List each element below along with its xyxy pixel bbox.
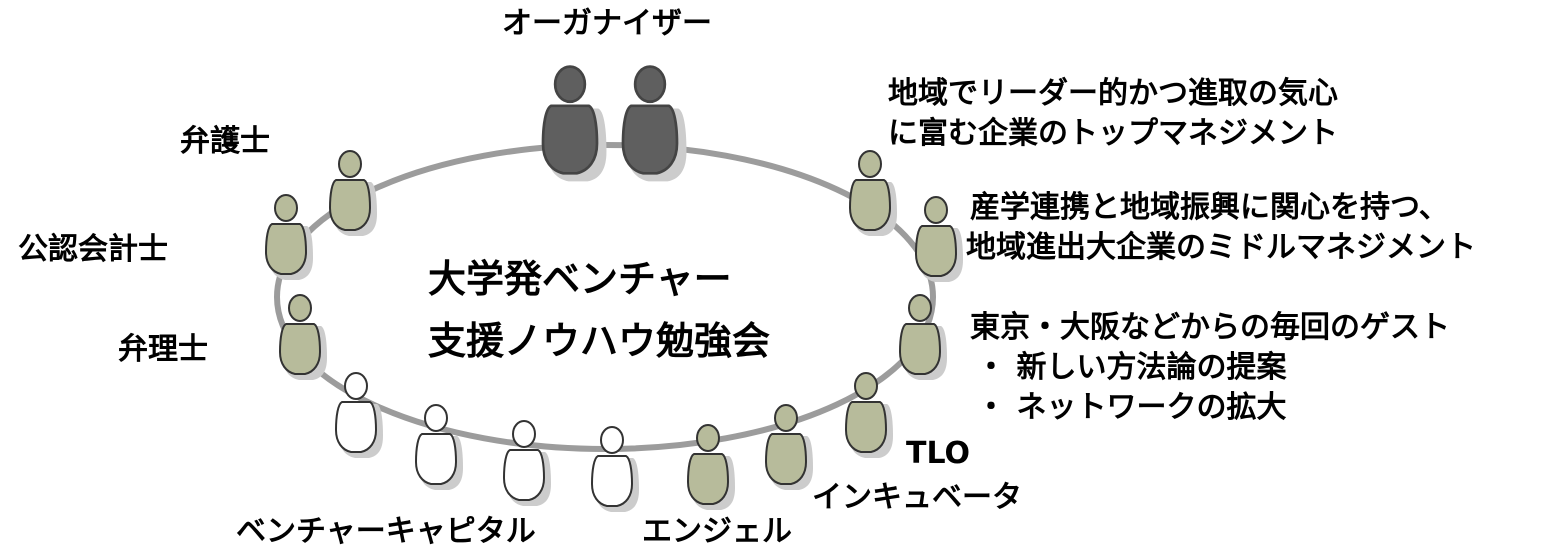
- venture-capital-figure-3: [414, 404, 463, 490]
- center-title: 大学発ベンチャー 支援ノウハウ勉強会: [428, 248, 770, 372]
- figure-head: [288, 294, 312, 322]
- figure-head: [512, 420, 536, 448]
- label-lawyer: 弁護士: [180, 124, 270, 159]
- label-organizer: オーガナイザー: [502, 6, 712, 41]
- figure-body: [264, 223, 308, 275]
- figure-body: [898, 323, 942, 375]
- accountant-figure: [264, 194, 313, 280]
- figure-body: [414, 433, 458, 485]
- figure-body: [590, 455, 634, 507]
- patent-attorney-figure: [278, 294, 327, 380]
- figure-body: [621, 104, 679, 175]
- organizer-figure-right: [621, 65, 687, 182]
- local-leader-figure: [848, 150, 897, 236]
- figure-head: [858, 150, 882, 178]
- label-guests-line1: 東京・大阪などからの毎回のゲスト: [970, 310, 1450, 345]
- figure-head: [274, 194, 298, 222]
- middle-management-figure: [914, 196, 963, 282]
- incubator-figure: [764, 404, 813, 490]
- figure-head: [924, 196, 948, 224]
- label-angel: エンジェル: [642, 514, 792, 549]
- label-local-leaders-line2: に富む企業のトップマネジメント: [888, 116, 1338, 151]
- figure-body: [914, 225, 958, 277]
- figure-head: [553, 65, 587, 104]
- figure-head: [774, 404, 798, 432]
- figure-body: [686, 453, 730, 505]
- angel-figure: [686, 424, 735, 510]
- figure-body: [278, 323, 322, 375]
- label-tlo: TLO: [906, 436, 971, 471]
- figure-head: [633, 65, 667, 104]
- label-patent-attorney: 弁理士: [118, 332, 208, 367]
- venture-capital-figure-4: [334, 372, 383, 458]
- lawyer-figure: [328, 150, 377, 236]
- figure-body: [502, 449, 546, 501]
- figure-body: [764, 433, 808, 485]
- center-title-line1: 大学発ベンチャー: [428, 257, 732, 301]
- figure-head: [854, 372, 878, 400]
- figure-head: [344, 372, 368, 400]
- figure-body: [541, 104, 599, 175]
- venture-capital-figure-2: [502, 420, 551, 506]
- tlo-figure: [844, 372, 893, 458]
- participant-figures: [264, 65, 963, 512]
- label-middle-management-line2: 地域進出大企業のミドルマネジメント: [966, 230, 1476, 265]
- figure-body: [328, 179, 372, 231]
- label-accountant: 公認会計士: [18, 232, 168, 267]
- venture-capital-figure-1: [590, 426, 639, 512]
- label-guests-bullet2: ・ ネットワークの拡大: [976, 390, 1287, 425]
- figure-body: [848, 179, 892, 231]
- figure-body: [334, 401, 378, 453]
- figure-head: [424, 404, 448, 432]
- figure-head: [696, 424, 720, 452]
- label-guests-bullet1: ・ 新しい方法論の提案: [976, 350, 1287, 385]
- figure-head: [600, 426, 624, 454]
- label-local-leaders-line1: 地域でリーダー的かつ進取の気心: [888, 76, 1338, 111]
- label-venture-capital: ベンチャーキャピタル: [236, 514, 536, 549]
- figure-head: [908, 294, 932, 322]
- label-incubator: インキュベータ: [812, 480, 1022, 515]
- label-middle-management-line1: 産学連携と地域振興に関心を持つ、: [970, 190, 1449, 225]
- guest-figure: [898, 294, 947, 380]
- center-title-line2: 支援ノウハウ勉強会: [428, 319, 771, 363]
- organizer-figure-left: [541, 65, 607, 182]
- figure-head: [338, 150, 362, 178]
- figure-body: [844, 401, 888, 453]
